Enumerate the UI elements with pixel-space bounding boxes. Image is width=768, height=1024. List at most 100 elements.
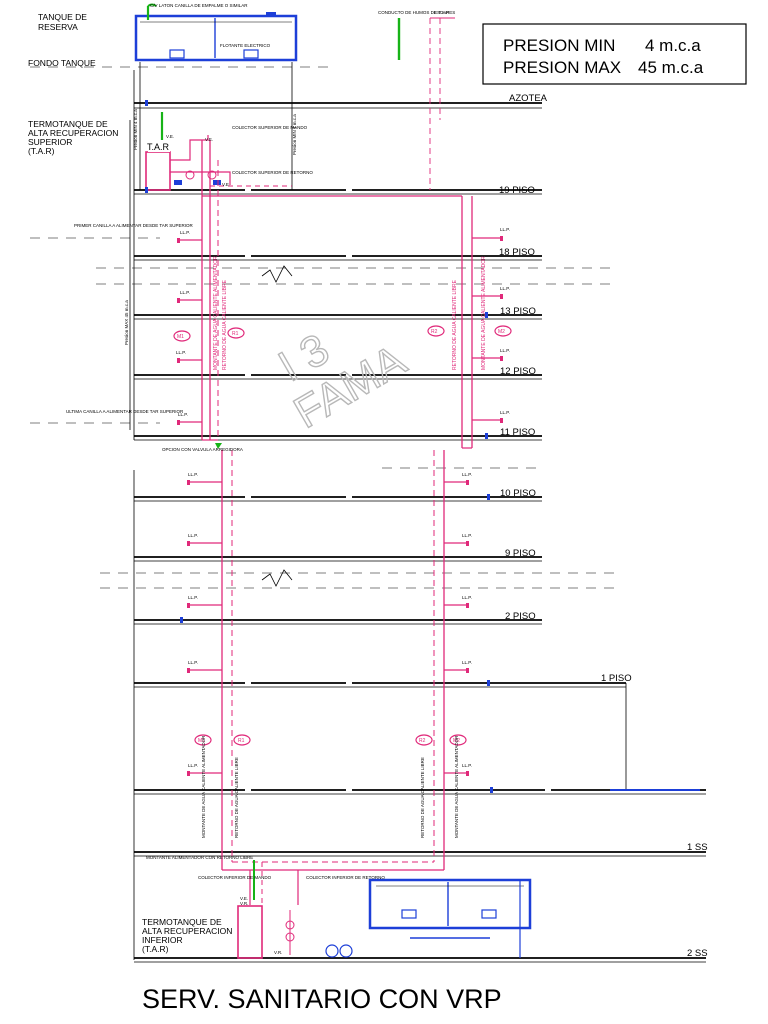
valve-icon xyxy=(487,680,490,686)
vr-label: V.R. xyxy=(240,901,248,906)
lower-heater-line-4: (T.A.R) xyxy=(142,944,169,954)
upper-heater-line-1: TERMOTANQUE DE xyxy=(28,119,108,129)
riser-label: R1 xyxy=(238,738,245,744)
tap-icon xyxy=(187,603,190,608)
marker-m2-upper xyxy=(494,325,512,337)
reserve-tank: FLOTANTE ELECTRICO xyxy=(134,3,298,62)
tap-label: LL.P. xyxy=(188,472,198,477)
riser-return-note: RETORNO DE AGUA CALIENTE LIBRE xyxy=(234,757,239,838)
pump-icon xyxy=(339,944,353,958)
valve-icon xyxy=(145,187,148,193)
riser-return-note: RETORNO DE AGUA CALIENTE LIBRE xyxy=(420,757,425,838)
lower-collector-retorno-note: COLECTOR INFERIOR DE RETORNO xyxy=(306,875,385,880)
tap-icon xyxy=(187,480,190,485)
riser-label: R2 xyxy=(431,329,438,335)
arrow-valve-icon xyxy=(215,443,222,449)
tap-label: LL.P. xyxy=(188,595,198,600)
collector-mando-pipe xyxy=(170,135,209,161)
riser-label: M2 xyxy=(498,329,505,335)
vent-cap xyxy=(147,3,157,7)
ve-label: V.E. xyxy=(240,896,248,901)
vertical-notes: Presion MAX 45 m.c.a Presion MIN 4 m.c.a… xyxy=(124,109,487,838)
pump-icon xyxy=(185,170,195,180)
chimney-pipes xyxy=(397,17,455,190)
valve-icon xyxy=(180,617,183,623)
lower-heater-line-3: INFERIOR xyxy=(142,935,183,945)
floor-label-2: 2 PISO xyxy=(505,611,536,622)
upper-heater-line-4: (T.A.R) xyxy=(28,146,55,156)
tap-label: LL.P. xyxy=(500,227,510,232)
tap-label: LL.P. xyxy=(500,286,510,291)
tap-icon xyxy=(177,298,180,303)
marker-m1-upper xyxy=(173,330,191,342)
floor-label-19: 19 PISO xyxy=(499,185,535,196)
floor-label-12: 12 PISO xyxy=(500,366,536,377)
pump-icon xyxy=(207,170,217,180)
collector-mando-note: COLECTOR SUPERIOR DE MANDO xyxy=(232,125,308,130)
tap-label: LL.P. xyxy=(188,660,198,665)
tap-ends xyxy=(177,236,503,776)
lower-tank-outlet xyxy=(481,909,497,919)
marker-r1-upper xyxy=(227,327,245,339)
tap-labels: LL.P. LL.P. LL.P. LL.P. LL.P. LL.P. LL.P… xyxy=(176,227,510,768)
taps xyxy=(180,237,500,774)
tap-icon xyxy=(500,294,503,299)
riser-markers xyxy=(173,325,512,746)
zigzag-upper xyxy=(261,265,293,283)
slab-valves xyxy=(145,100,493,793)
valve-icon xyxy=(174,180,182,185)
first-tap-note: PRIMER CANILLA A ALIMENTAR DESDE TAR SUP… xyxy=(74,223,194,228)
valve-icon xyxy=(485,433,488,439)
riser-label: R1 xyxy=(232,331,239,337)
pressure-upper-note-right: Presion MIN 4 m.c.a xyxy=(292,114,297,155)
marker-r2-upper xyxy=(427,325,445,337)
upper-heater-line-3: SUPERIOR xyxy=(28,137,72,147)
top-valve-note: C/V LATON CANILLA DE EMPALME O SIMILAR xyxy=(150,3,248,8)
pressure-max-value: 45 m.c.a xyxy=(638,58,704,77)
lower-tank-outlet xyxy=(401,909,417,919)
ve-label: V.E. xyxy=(222,182,230,187)
marker-r2-lower xyxy=(415,734,433,746)
riser-label: M1 xyxy=(198,738,205,744)
pressure-min-label: PRESION MIN xyxy=(503,36,615,55)
floor-label-9: 9 PISO xyxy=(505,548,536,559)
marker-m2-lower xyxy=(449,734,467,746)
marker-m1-lower xyxy=(194,734,212,746)
valve-icon xyxy=(145,100,148,106)
reserve-tank-title-1: TANQUE DE xyxy=(38,12,87,22)
floor-label-13: 13 PISO xyxy=(500,306,536,317)
left-labels: TANQUE DE RESERVA FONDO TANQUE TERMOTANQ… xyxy=(28,12,232,954)
zigzag-lower xyxy=(261,569,293,587)
floor-label-10: 10 PISO xyxy=(500,488,536,499)
ve-label: V.E. xyxy=(205,137,213,142)
riser-hot-note: MONTANTE DE AGUA CALIENTE ALIMENTADOR xyxy=(213,256,219,370)
upper-tar-label: T.A.R xyxy=(147,142,170,152)
last-tap-note: ULTIMA CANILLA A ALIMENTAR DESDE TAR SUP… xyxy=(66,409,184,414)
tap-icon xyxy=(500,356,503,361)
tank-outline xyxy=(134,14,298,62)
pressure-box: PRESION MIN 4 m.c.a PRESION MAX 45 m.c.a xyxy=(482,23,747,85)
riser-label: M2 xyxy=(453,738,460,744)
upper-heater-line-2: ALTA RECUPERACION xyxy=(28,128,118,138)
tap-label: LL.P. xyxy=(500,410,510,415)
riser-return-note: RETORNO DE AGUA CALIENTE LIBRE xyxy=(222,279,228,370)
tap-icon xyxy=(177,238,180,243)
tap-label: LL.P. xyxy=(180,230,190,235)
collector-retorno-note: COLECTOR SUPERIOR DE RETORNO xyxy=(232,170,313,175)
tap-label: LL.P. xyxy=(176,350,186,355)
tap-icon xyxy=(177,420,180,425)
tap-icon xyxy=(500,418,503,423)
ve-label: V.E. xyxy=(166,134,174,139)
tap-icon xyxy=(466,480,469,485)
riser-return-note: RETORNO DE AGUA CALIENTE LIBRE xyxy=(452,279,458,370)
tank-valve xyxy=(266,12,276,17)
tap-icon xyxy=(500,236,503,241)
vr-label: V.R. xyxy=(274,950,282,955)
lower-risers xyxy=(221,450,445,950)
tap-label: LL.P. xyxy=(462,660,472,665)
structure xyxy=(129,62,627,960)
riser-marker-labels: M1 R1 R2 M2 M1 R1 R2 M2 xyxy=(177,329,505,744)
floor-label-azotea: AZOTEA xyxy=(509,93,548,104)
